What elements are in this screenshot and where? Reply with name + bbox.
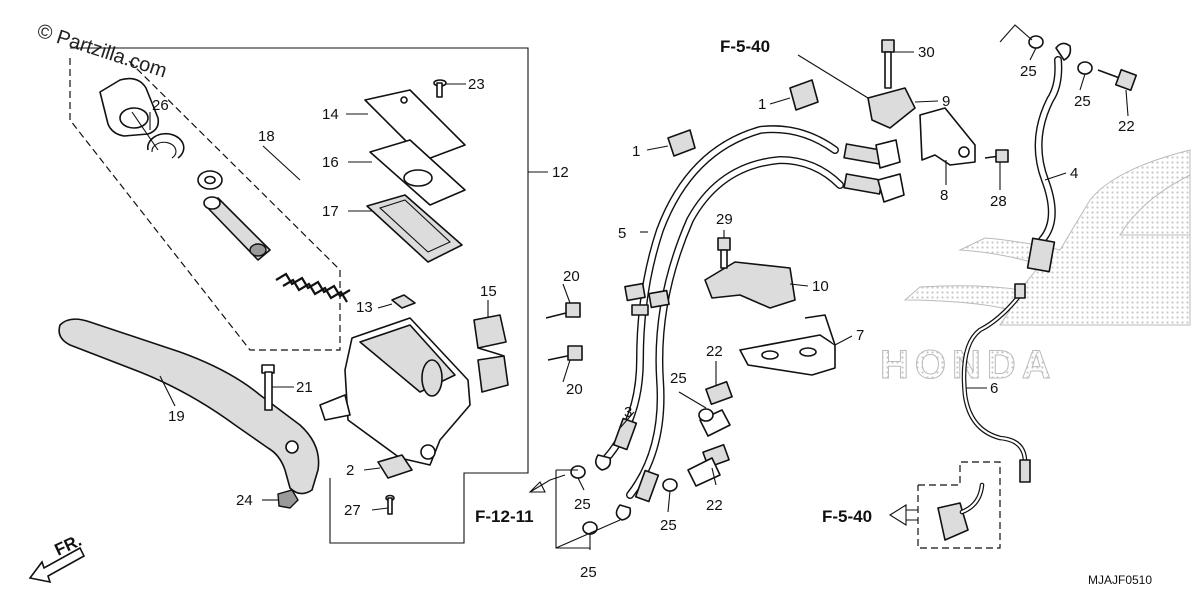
- callout-15: 15: [480, 283, 497, 300]
- callout-23: 23: [468, 76, 485, 93]
- callout-18: 18: [258, 128, 275, 145]
- callout-25-bottom: 25: [580, 564, 597, 581]
- callout-25-top-right: 25: [1074, 93, 1091, 110]
- callout-29: 29: [716, 211, 733, 228]
- part-bolt-30: [881, 39, 895, 89]
- callout-9: 9: [942, 93, 950, 110]
- callout-17: 17: [322, 203, 339, 220]
- callout-22-middle: 22: [706, 343, 723, 360]
- callout-22-top: 22: [1118, 118, 1135, 135]
- part-piston: [203, 196, 271, 261]
- watermark-text: © Partzilla.com: [34, 20, 169, 83]
- part-brake-hose-right: [1026, 42, 1072, 273]
- callout-5: 5: [618, 225, 626, 242]
- callout-22-lower: 22: [706, 497, 723, 514]
- callout-12: 12: [552, 164, 569, 181]
- inset-caliper-connection: [917, 461, 1001, 549]
- callout-10: 10: [812, 278, 829, 295]
- part-hose-grommets: [624, 282, 670, 316]
- callout-30: 30: [918, 44, 935, 61]
- callout-28: 28: [990, 193, 1007, 210]
- callout-4: 4: [1070, 165, 1078, 182]
- ref-label-f5-40-right: F-5-40: [822, 507, 872, 526]
- callout-2: 2: [346, 462, 354, 479]
- part-sealing-washers: [570, 35, 1093, 535]
- part-clip-13: [391, 294, 416, 309]
- callout-numbers: 1 1 2 3 4 5 6 7 8 9 10 12 13 14 15 16 17…: [152, 44, 1135, 581]
- callout-14: 14: [322, 106, 339, 123]
- part-banjo-bolt-lower: [687, 443, 730, 487]
- part-switch-screw: [385, 494, 395, 515]
- part-holder-bolt-lower: [547, 345, 583, 361]
- callout-1-left: 1: [632, 143, 640, 160]
- part-reservoir-cap: [364, 89, 466, 161]
- part-washer: [197, 170, 223, 190]
- callout-25-top-left: 25: [1020, 63, 1037, 80]
- part-bracket-8: [919, 107, 976, 166]
- part-bolt-28: [984, 149, 1009, 163]
- part-holder-bolt-upper: [545, 302, 581, 319]
- part-hose-clamp-right: [789, 79, 819, 111]
- callout-24: 24: [236, 492, 253, 509]
- master-cylinder-group-outline: [70, 47, 548, 544]
- part-cap-screw: [433, 79, 447, 98]
- part-pivot-bolt: [261, 364, 275, 411]
- callout-27: 27: [344, 502, 361, 519]
- part-reservoir-diaphragm: [366, 194, 463, 263]
- part-brake-pipe-right: [961, 283, 1031, 483]
- callout-20-upper: 20: [563, 268, 580, 285]
- part-bracket-9: [867, 87, 916, 129]
- part-handlebar-holder: [473, 314, 509, 393]
- part-banjo-bolt-right: [1097, 68, 1138, 92]
- part-brake-hose-upper: [601, 125, 844, 499]
- part-master-cylinder-body: [319, 317, 471, 466]
- callout-26: 26: [152, 97, 169, 114]
- part-brake-switch: [377, 454, 413, 479]
- callout-25-middle: 25: [670, 370, 687, 387]
- part-banjo-bolt-upper: [699, 380, 733, 437]
- callout-21: 21: [296, 379, 313, 396]
- callout-1-right: 1: [758, 96, 766, 113]
- diagram-code: MJAJF0510: [1088, 573, 1152, 587]
- part-brake-lever: [58, 318, 320, 495]
- part-plate-7: [739, 314, 836, 376]
- callout-16: 16: [322, 154, 339, 171]
- callout-13: 13: [356, 299, 373, 316]
- part-hose-fitting-lower: [594, 417, 660, 521]
- callout-7: 7: [856, 327, 864, 344]
- part-boot: [99, 77, 160, 137]
- ref-label-f12-11: F-12-11: [475, 507, 534, 526]
- part-bolt-29: [717, 237, 731, 269]
- callout-6: 6: [990, 380, 998, 397]
- callout-25-lower-middle: 25: [660, 517, 677, 534]
- reference-arrows: [528, 474, 918, 526]
- part-circlip: [146, 132, 185, 159]
- callout-8: 8: [940, 187, 948, 204]
- ref-label-f5-40-top: F-5-40: [720, 37, 770, 56]
- part-hose-fitting-upper: [843, 139, 905, 203]
- callout-3: 3: [624, 404, 632, 421]
- part-lever-nut: [277, 489, 299, 509]
- piston-kit-group-outline: [69, 58, 341, 351]
- part-stay-10: [704, 261, 796, 309]
- part-hose-clamp-left: [667, 129, 696, 157]
- callout-25-lower-left: 25: [574, 496, 591, 513]
- front-direction-indicator: FR.: [28, 531, 86, 584]
- leader-lines: [131, 24, 1129, 550]
- callout-20-lower: 20: [566, 381, 583, 398]
- part-spring: [275, 272, 351, 303]
- callout-19: 19: [168, 408, 185, 425]
- part-reservoir-plate: [369, 139, 466, 206]
